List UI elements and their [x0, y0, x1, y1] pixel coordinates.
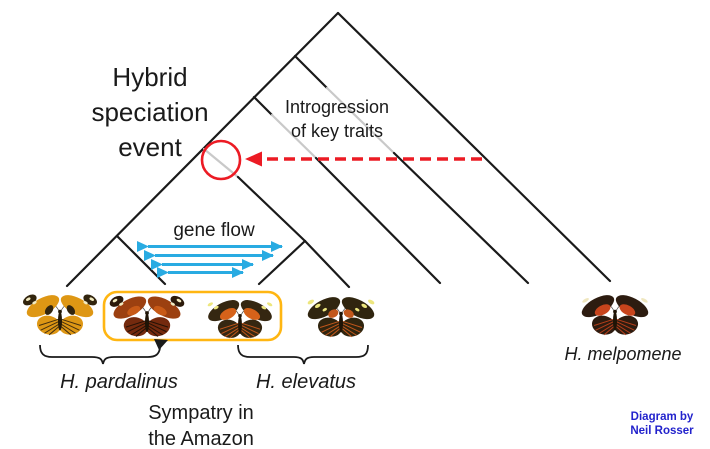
branch-left-outer: [65, 11, 340, 288]
credit-line2: Neil Rosser: [630, 425, 694, 437]
butterfly-pardalinus-west: [23, 293, 99, 338]
butterfly-elevatus-amazon: [207, 298, 276, 342]
branch-inner-2-lower: [314, 156, 442, 285]
hybrid-event-line2: speciation: [91, 97, 209, 127]
hybrid-event-circle: [200, 139, 242, 181]
hybrid-event-line1: Hybrid: [112, 62, 188, 92]
elevatus-brace: [237, 344, 369, 365]
introgression-line2: of key traits: [290, 121, 384, 141]
sympatry-box: [102, 290, 283, 342]
diagram-credit: Diagram by Neil Rosser: [612, 410, 710, 438]
branch-hybrid-stem: [236, 175, 307, 243]
elevatus-species-label: H. elevatus: [255, 371, 357, 393]
sympatry-label: Sympatry in the Amazon: [120, 400, 282, 449]
hybrid-event-line3: event: [118, 132, 182, 162]
introgression-arrowhead-icon: [245, 151, 262, 167]
melpomene-species-label: H. melpomene: [564, 344, 682, 364]
butterfly-elevatus-east: [307, 295, 379, 340]
branch-inner-1-lower: [392, 151, 530, 285]
branch-inner-2-upper: [252, 95, 274, 117]
butterfly-pardalinus-amazon: [109, 294, 186, 340]
branch-pardalinus-right-tip: [115, 234, 167, 286]
introgression-line1: Introgression: [284, 97, 390, 117]
butterfly-melpomene: [581, 293, 653, 338]
pardalinus-species-label: H. pardalinus: [60, 371, 178, 393]
pardalinus-brace: [39, 344, 161, 365]
credit-line1: Diagram by: [630, 411, 694, 423]
branch-elevatus-right-tip: [303, 239, 351, 289]
branch-inner-2-ghost-segment: [270, 113, 318, 160]
sympatry-line1: Sympatry in: [148, 402, 254, 424]
pardalinus-brace-arrowhead-icon: [154, 339, 168, 350]
branch-elevatus-left-tip: [257, 239, 307, 286]
branch-inner-1-upper: [293, 54, 329, 90]
branch-melpomene-lineage: [336, 11, 612, 283]
gene-flow-label: gene flow: [173, 220, 255, 241]
hybrid-speciation-event-label: Hybrid speciation event: [55, 60, 245, 165]
introgression-label: Introgression of key traits: [258, 95, 416, 143]
sympatry-line2: the Amazon: [148, 428, 254, 449]
branch-hybrid-ghost-segment: [202, 147, 240, 179]
branch-inner-1-ghost-segment: [325, 86, 396, 155]
